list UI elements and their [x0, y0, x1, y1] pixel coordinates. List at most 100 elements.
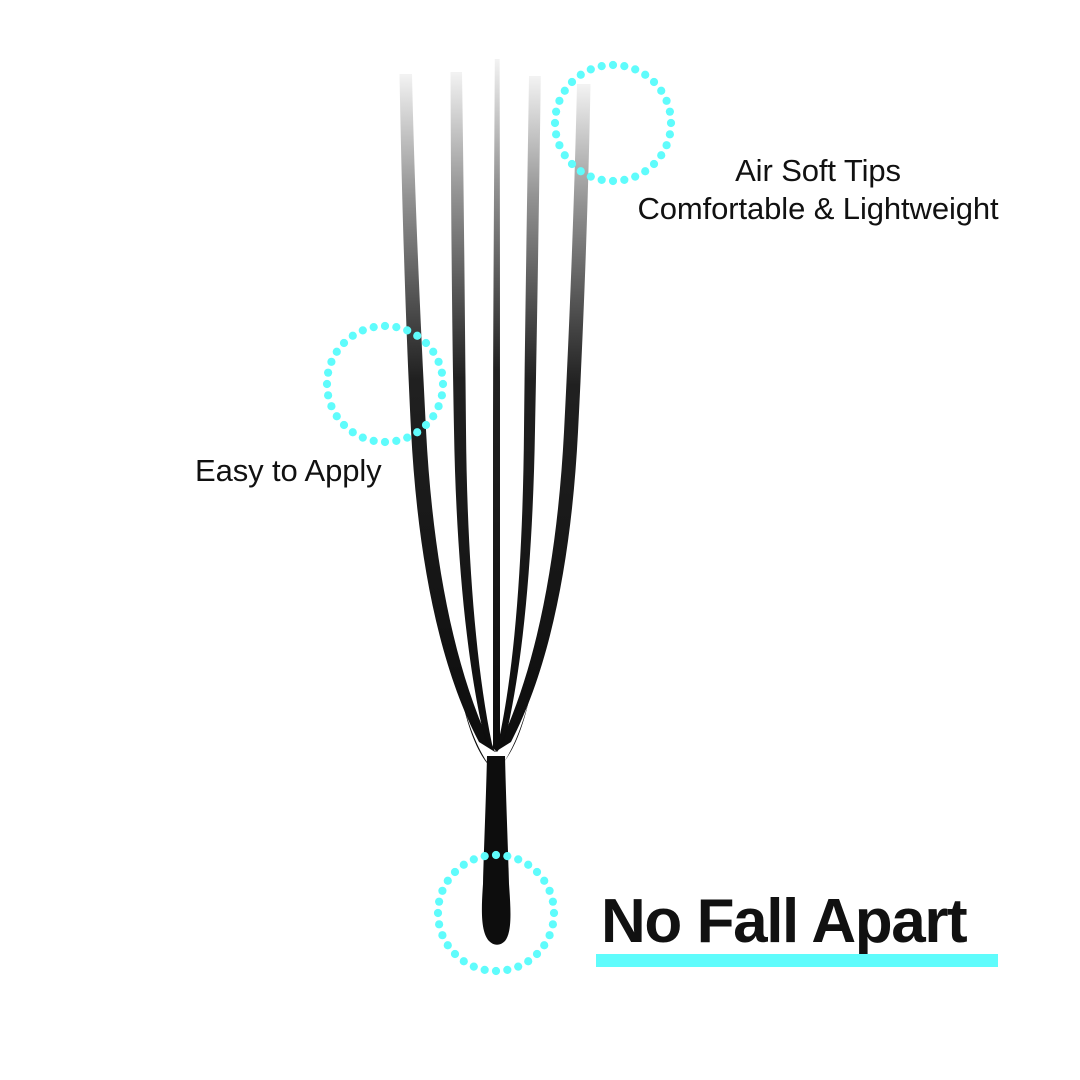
marker-dot: [503, 852, 512, 861]
marker-dot: [450, 867, 460, 877]
callout-no-fall-apart: No Fall Apart: [601, 887, 968, 956]
marker-dot: [413, 428, 422, 437]
marker-dot: [324, 368, 333, 377]
marker-dot: [403, 433, 412, 442]
marker-dot: [548, 897, 557, 906]
marker-dot: [586, 172, 595, 181]
marker-dot: [413, 331, 422, 340]
marker-dot: [369, 436, 378, 445]
marker-dot: [421, 420, 431, 430]
marker-dot: [339, 338, 349, 348]
marker-dot: [469, 855, 478, 864]
marker-dot: [358, 433, 367, 442]
marker-dot: [435, 920, 444, 929]
marker-dot: [662, 96, 671, 105]
marker-dot: [437, 391, 446, 400]
marker-dot: [532, 949, 542, 959]
marker-dot: [550, 118, 560, 128]
marker-dot: [429, 347, 438, 356]
callout-air-soft-tips-line-2: Comfortable & Lightweight: [637, 190, 999, 226]
marker-dot: [392, 323, 401, 332]
marker-dot: [332, 412, 341, 421]
dotted-circle-easy-to-apply: [322, 321, 448, 447]
marker-dot: [438, 379, 448, 389]
marker-dot: [657, 86, 666, 95]
marker-dot: [348, 331, 357, 340]
marker-dot: [665, 107, 674, 116]
marker-dot: [631, 65, 640, 74]
marker-dot: [545, 886, 554, 895]
marker-dot: [437, 368, 446, 377]
marker-dot: [597, 175, 606, 184]
strand-5: [495, 84, 591, 752]
marker-dot: [555, 141, 564, 150]
strand-1: [399, 74, 495, 752]
marker-dot: [620, 62, 629, 71]
marker-dot: [459, 860, 468, 869]
marker-dot: [322, 379, 332, 389]
marker-dot: [560, 86, 569, 95]
marker-dot: [649, 159, 659, 169]
marker-dot: [503, 965, 512, 974]
strand-stem-bulb: [481, 756, 511, 945]
marker-dot: [421, 338, 431, 348]
strand-4: [495, 76, 541, 752]
marker-dot: [369, 323, 378, 332]
marker-dot: [620, 175, 629, 184]
marker-dot: [540, 941, 549, 950]
callout-air-soft-tips: Air Soft Tips Comfortable & Lightweight: [632, 152, 1004, 228]
marker-dot: [665, 130, 674, 139]
marker-dot: [545, 931, 554, 940]
marker-dot: [641, 167, 650, 176]
marker-dot: [586, 65, 595, 74]
marker-dot: [435, 897, 444, 906]
marker-dot: [524, 860, 533, 869]
marker-dot: [434, 402, 443, 411]
marker-dot: [524, 957, 533, 966]
marker-dot: [608, 60, 618, 70]
dotted-circle-markers: [322, 60, 676, 976]
marker-dot: [567, 159, 577, 169]
marker-dot: [392, 436, 401, 445]
marker-dot: [403, 326, 412, 335]
marker-dot: [631, 172, 640, 181]
marker-dot: [552, 130, 561, 139]
marker-dot: [433, 908, 443, 918]
marker-dot: [514, 855, 523, 864]
marker-dot: [576, 167, 585, 176]
marker-dot: [450, 949, 460, 959]
strand-2: [450, 72, 495, 752]
marker-dot: [324, 391, 333, 400]
marker-dot: [480, 852, 489, 861]
marker-dot: [514, 962, 523, 971]
marker-dot: [560, 151, 569, 160]
marker-dot: [358, 326, 367, 335]
marker-dot: [480, 965, 489, 974]
marker-dot: [608, 176, 618, 186]
marker-dot: [549, 908, 559, 918]
marker-dot: [443, 876, 452, 885]
marker-dot: [491, 966, 501, 976]
marker-dot: [380, 321, 390, 331]
marker-dot: [339, 420, 349, 430]
strand-group: [399, 59, 591, 945]
marker-dot: [438, 931, 447, 940]
marker-dot: [555, 96, 564, 105]
marker-dot: [567, 77, 577, 87]
marker-dot: [327, 402, 336, 411]
marker-dot: [540, 876, 549, 885]
marker-dot: [459, 957, 468, 966]
marker-dot: [548, 920, 557, 929]
callout-air-soft-tips-line-1: Air Soft Tips: [735, 153, 901, 188]
no-fall-apart-underline: [596, 954, 998, 967]
marker-dot: [662, 141, 671, 150]
marker-dot: [434, 357, 443, 366]
marker-dot: [429, 412, 438, 421]
marker-dot: [666, 118, 676, 128]
marker-dot: [641, 70, 650, 79]
marker-dot: [327, 357, 336, 366]
marker-dot: [657, 151, 666, 160]
marker-dot: [491, 850, 501, 860]
